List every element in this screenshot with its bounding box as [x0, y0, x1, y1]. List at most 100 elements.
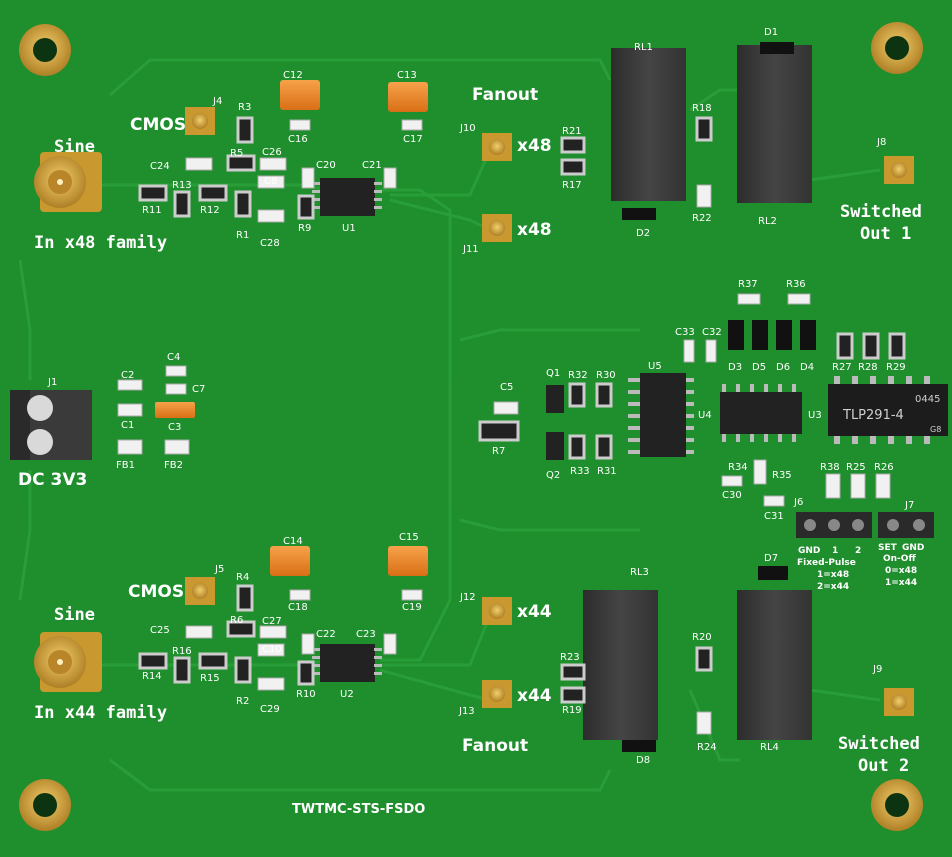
ref-j4: J4: [212, 96, 222, 107]
mounting-hole-br: [871, 779, 923, 831]
j6-1: 1: [832, 546, 838, 556]
ref-j13: J13: [458, 706, 475, 717]
ref-c8: C8: [264, 176, 277, 187]
ref-r7: R7: [492, 446, 505, 457]
ref-c31: C31: [764, 511, 784, 522]
ref-r38: R38: [820, 462, 840, 473]
ufl-j5: [185, 577, 215, 605]
ref-fb1: FB1: [116, 460, 135, 471]
ref-r19: R19: [562, 705, 582, 716]
ref-j8: J8: [876, 137, 886, 148]
ref-j9: J9: [872, 664, 882, 675]
ref-r37: R37: [738, 279, 758, 290]
traces: [18, 58, 881, 792]
ref-j10: J10: [459, 123, 476, 134]
cap-c14: [270, 546, 310, 576]
ref-c3: C3: [168, 422, 181, 433]
ref-r21: R21: [562, 126, 582, 137]
u3-suffix: G8: [930, 425, 941, 434]
ref-c1: C1: [121, 420, 134, 431]
j7-on-off: On-Off: [883, 554, 916, 564]
ref-c5: C5: [500, 382, 513, 393]
ufl-j10: [482, 133, 512, 161]
ref-c2: C2: [121, 370, 134, 381]
ref-c17: C17: [403, 134, 423, 145]
ref-c21: C21: [362, 160, 382, 171]
ufl-j8: [884, 156, 914, 184]
ref-r20: R20: [692, 632, 712, 643]
label-fanout-bottom: Fanout: [462, 736, 528, 756]
ref-r5: R5: [230, 148, 243, 159]
ref-u5: U5: [648, 361, 662, 372]
label-x44-a: x44: [517, 602, 552, 622]
j6-opt2: 2=x44: [817, 582, 849, 592]
ref-r25: R25: [846, 462, 866, 473]
ref-c19: C19: [402, 602, 422, 613]
ref-r33: R33: [570, 466, 590, 477]
transistor-q1: [546, 385, 564, 413]
label-x48-b: x48: [517, 220, 552, 240]
ufl-j12: [482, 597, 512, 625]
ic-u1: [312, 178, 382, 216]
ref-d3: D3: [728, 362, 742, 373]
ref-r12: R12: [200, 205, 220, 216]
ufl-j9: [884, 688, 914, 716]
label-in-x48: In x48 family: [34, 233, 167, 253]
j6-fixed-pulse: Fixed-Pulse: [797, 558, 856, 568]
ref-r24: R24: [697, 742, 717, 753]
ref-c4: C4: [167, 352, 180, 363]
label-sine-bottom: Sine: [54, 605, 95, 625]
cap-c12: [280, 80, 320, 110]
ref-q1: Q1: [546, 368, 560, 379]
ref-r22: R22: [692, 213, 712, 224]
j6-2: 2: [855, 546, 861, 556]
u3-date-code: 0445: [915, 394, 940, 405]
ref-d2: D2: [636, 228, 650, 239]
ref-c22: C22: [316, 629, 336, 640]
ref-r18: R18: [692, 103, 712, 114]
ref-c24: C24: [150, 161, 170, 172]
ic-u2: [312, 644, 382, 682]
ref-d8: D8: [636, 755, 650, 766]
j7-set: SET: [878, 543, 898, 553]
ref-c16: C16: [288, 134, 308, 145]
ref-r31: R31: [597, 466, 617, 477]
ref-r26: R26: [874, 462, 894, 473]
sma-connector-top: [34, 152, 102, 212]
board-part-number: TWTMC-STS-FSDO: [292, 802, 425, 817]
j7-opt0: 0=x48: [885, 566, 917, 576]
ufl-j11: [482, 214, 512, 242]
label-out-2: Out 2: [858, 756, 909, 776]
ref-c20: C20: [316, 160, 336, 171]
mounting-hole-tl: [19, 24, 71, 76]
ref-r3: R3: [238, 102, 251, 113]
ref-r28: R28: [858, 362, 878, 373]
header-j6: [796, 512, 872, 538]
ref-r27: R27: [832, 362, 852, 373]
ref-u2: U2: [340, 689, 354, 700]
ic-u4: [720, 384, 802, 442]
relay-rl3: [583, 590, 658, 740]
relay-rl4: [737, 590, 812, 740]
header-j7: [878, 512, 934, 538]
ref-r17: R17: [562, 180, 582, 191]
j7-opt1: 1=x44: [885, 578, 917, 588]
label-cmos-bottom: CMOS: [128, 582, 184, 602]
ref-r6: R6: [230, 615, 243, 626]
ref-r13: R13: [172, 180, 192, 191]
ref-d6: D6: [776, 362, 790, 373]
ref-r36: R36: [786, 279, 806, 290]
ref-r16: R16: [172, 646, 192, 657]
smd-passives: [117, 42, 906, 752]
ref-c23: C23: [356, 629, 376, 640]
ref-c10: C10: [262, 644, 282, 655]
ref-r11: R11: [142, 205, 162, 216]
ref-r32: R32: [568, 370, 588, 381]
ref-d4: D4: [800, 362, 814, 373]
transistor-q2: [546, 432, 564, 460]
ref-r4: R4: [236, 572, 249, 583]
ref-c7: C7: [192, 384, 205, 395]
cap-c15: [388, 546, 428, 576]
